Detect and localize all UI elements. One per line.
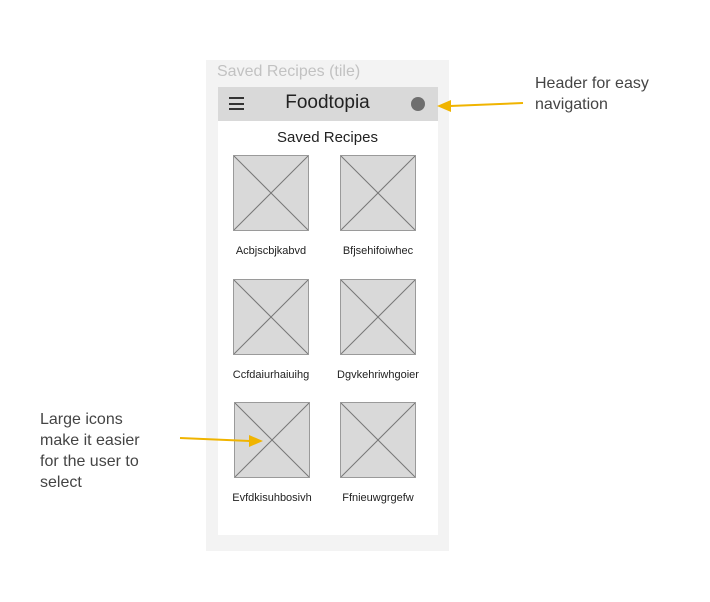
icons-annotation: Large icons make it easier for the user … — [40, 409, 140, 493]
app-title: Foodtopia — [285, 92, 370, 113]
section-title: Saved Recipes — [277, 129, 378, 146]
frame-label: Saved Recipes (tile) — [217, 63, 361, 80]
annotation-line: make it easier — [40, 432, 140, 449]
hamburger-menu-icon[interactable] — [229, 97, 244, 110]
recipe-image-placeholder-icon[interactable] — [340, 402, 416, 478]
recipe-image-placeholder-icon[interactable] — [234, 402, 310, 478]
annotation-line: Large icons — [40, 411, 123, 428]
annotation-line: Header for easy — [535, 75, 649, 92]
profile-avatar-icon[interactable] — [411, 97, 425, 111]
header-arrow — [437, 100, 524, 112]
recipe-label[interactable]: Ccfdaiurhaiuihg — [232, 369, 310, 381]
recipe-label[interactable]: Dgvkehriwhgoier — [337, 369, 419, 381]
header-annotation: Header for easy navigation — [535, 73, 649, 115]
annotation-line: for the user to — [40, 453, 139, 470]
annotation-line: select — [40, 474, 82, 491]
annotation-line: navigation — [535, 96, 608, 113]
recipe-image-placeholder-icon[interactable] — [340, 155, 416, 231]
recipe-image-placeholder-icon[interactable] — [233, 279, 309, 355]
recipe-image-placeholder-icon[interactable] — [233, 155, 309, 231]
recipe-label[interactable]: Acbjscbjkabvd — [235, 245, 307, 257]
recipe-label[interactable]: Bfjsehifoiwhec — [342, 245, 414, 257]
recipe-image-placeholder-icon[interactable] — [340, 279, 416, 355]
app-header — [218, 87, 438, 121]
recipe-label[interactable]: Evfdkisuhbosivh — [232, 492, 312, 504]
recipe-label[interactable]: Ffnieuwgrgefw — [342, 492, 414, 504]
